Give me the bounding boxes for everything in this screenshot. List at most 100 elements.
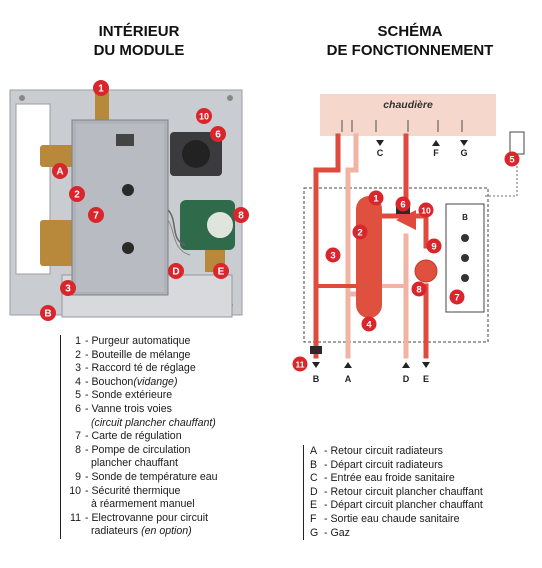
photo-callout-A: A (52, 163, 68, 179)
schema-callout-3: 3 (325, 247, 341, 263)
module-frame (303, 187, 489, 343)
legend-item: 5- Sonde extérieure (75, 389, 173, 402)
legend-item: 8- Pompe de circulation (75, 443, 191, 456)
circuit-legend-item: E- Départ circuit plancher chauffant (310, 499, 483, 512)
panel-dial-icon (461, 254, 469, 262)
legend-item: 4- Bouchon (vidange) (75, 375, 178, 388)
legend-subline: plancher chauffant (91, 457, 178, 470)
legend-item: 2- Bouteille de mélange (75, 348, 191, 361)
panel-label: B (462, 213, 468, 222)
electrovalve-icon (310, 346, 322, 354)
svg-text:D: D (172, 267, 179, 278)
photo-callout-1: 1 (93, 80, 109, 96)
arrow-C-icon (376, 140, 384, 146)
svg-text:3: 3 (65, 284, 71, 295)
panel-dial-icon (461, 234, 469, 242)
photo-callout-3: 3 (60, 280, 76, 296)
pump-dial (205, 210, 235, 240)
legend-item: 6- Vanne trois voies (75, 402, 172, 415)
arrow-F-icon (432, 140, 440, 146)
svg-text:3: 3 (330, 251, 335, 262)
svg-text:6: 6 (215, 130, 221, 141)
legend-subline: (circuit plancher chauffant) (91, 416, 216, 429)
photo-callout-7: 7 (88, 207, 104, 223)
legend-item: 10- Sécurité thermique (69, 484, 181, 497)
wire (167, 209, 186, 246)
legend-subline: à réarmement manuel (91, 498, 195, 511)
port-label-C: C (377, 148, 384, 158)
legend-item: 11- Electrovanne pour circuit (70, 511, 209, 524)
svg-text:10: 10 (199, 112, 209, 122)
boiler-ports (341, 120, 463, 132)
module-interior-title: INTÉRIEUR DU MODULE (72, 22, 206, 60)
photo-callout-D: D (168, 263, 184, 279)
title-left-line2: DU MODULE (93, 42, 185, 59)
display-window (116, 134, 134, 146)
photo-callout-8: 8 (233, 207, 249, 223)
bottom-label-B: B (313, 374, 320, 384)
brass-purger (95, 90, 109, 120)
svg-text:1: 1 (98, 84, 104, 95)
svg-text:7: 7 (93, 211, 99, 222)
circuit-legend-item: F- Sortie eau chaude sanitaire (310, 512, 460, 525)
pump-icon (414, 259, 438, 283)
boiler-label: chaudière (383, 99, 433, 111)
bottom-label-E: E (423, 374, 429, 384)
sensor-wire (484, 154, 518, 197)
legend-item: 7- Carte de régulation (75, 430, 182, 443)
svg-text:6: 6 (400, 200, 405, 211)
schema-callout-8: 8 (411, 281, 427, 297)
svg-text:8: 8 (416, 285, 421, 296)
svg-text:7: 7 (454, 293, 459, 304)
wire (167, 219, 191, 256)
arrow-G-icon (460, 140, 468, 146)
schema-title: SCHÉMA DE FONCTIONNEMENT (310, 22, 510, 60)
screw-hole (227, 95, 233, 101)
schema-callout-6: 6 (395, 196, 411, 212)
legend-item: 1- Purgeur automatique (75, 335, 191, 347)
svg-text:A: A (56, 167, 63, 178)
port-label-F: F (433, 148, 439, 158)
svg-text:11: 11 (296, 360, 305, 370)
arrow-D-icon (402, 362, 410, 368)
panel-dial-icon (461, 274, 469, 282)
svg-text:2: 2 (357, 228, 362, 239)
photo-callout-10: 10 (196, 108, 212, 124)
arrow-B-icon (312, 362, 320, 368)
svg-text:E: E (218, 267, 225, 278)
circuit-legend-item: B- Départ circuit radiateurs (310, 458, 443, 471)
circuit-legend-item: A- Retour circuit radiateurs (310, 445, 443, 457)
arrow-E-icon (422, 362, 430, 368)
svg-text:1: 1 (373, 194, 379, 205)
mixing-bottle (356, 196, 382, 318)
title-right-line2: DE FONCTIONNEMENT (326, 42, 494, 59)
schema-callout-5: 5 (504, 151, 520, 167)
svg-text:5: 5 (509, 155, 515, 166)
schema-callout-2: 2 (352, 224, 368, 240)
photo-callout-B: B (40, 305, 56, 321)
svg-text:B: B (44, 309, 51, 320)
schema-callout-1: 1 (368, 190, 384, 206)
function-schema: chaudière C F G B B A D E 1 (292, 94, 525, 384)
knob-upper-icon (122, 184, 134, 196)
legend-item: 3- Raccord té de réglage (75, 362, 196, 375)
valve-head (182, 140, 210, 168)
knob-lower-icon (122, 242, 134, 254)
module-photo: 1 10 6 A 2 7 8 D E 3 B (9, 80, 249, 321)
svg-text:8: 8 (238, 211, 244, 222)
svg-text:10: 10 (421, 206, 431, 216)
circuit-legend: A- Retour circuit radiateurs B- Départ c… (303, 445, 513, 541)
circuit-legend-item: C- Entrée eau froide sanitaire (310, 472, 455, 485)
bottom-label-D: D (403, 374, 410, 384)
three-way-valve-icon (396, 210, 416, 230)
schema-callout-10: 10 (418, 202, 434, 218)
circuit-legend-item: D- Retour circuit plancher chauffant (310, 485, 483, 498)
svg-text:2: 2 (74, 190, 80, 201)
schema-callout-7: 7 (449, 289, 465, 305)
title-left-line1: INTÉRIEUR (98, 23, 180, 40)
schema-callout-4: 4 (361, 316, 377, 332)
legend-item: 9- Sonde de température eau (75, 470, 218, 483)
photo-callout-E: E (213, 263, 229, 279)
component-legend: 1- Purgeur automatique 2- Bouteille de m… (60, 335, 260, 539)
svg-text:4: 4 (366, 320, 372, 331)
